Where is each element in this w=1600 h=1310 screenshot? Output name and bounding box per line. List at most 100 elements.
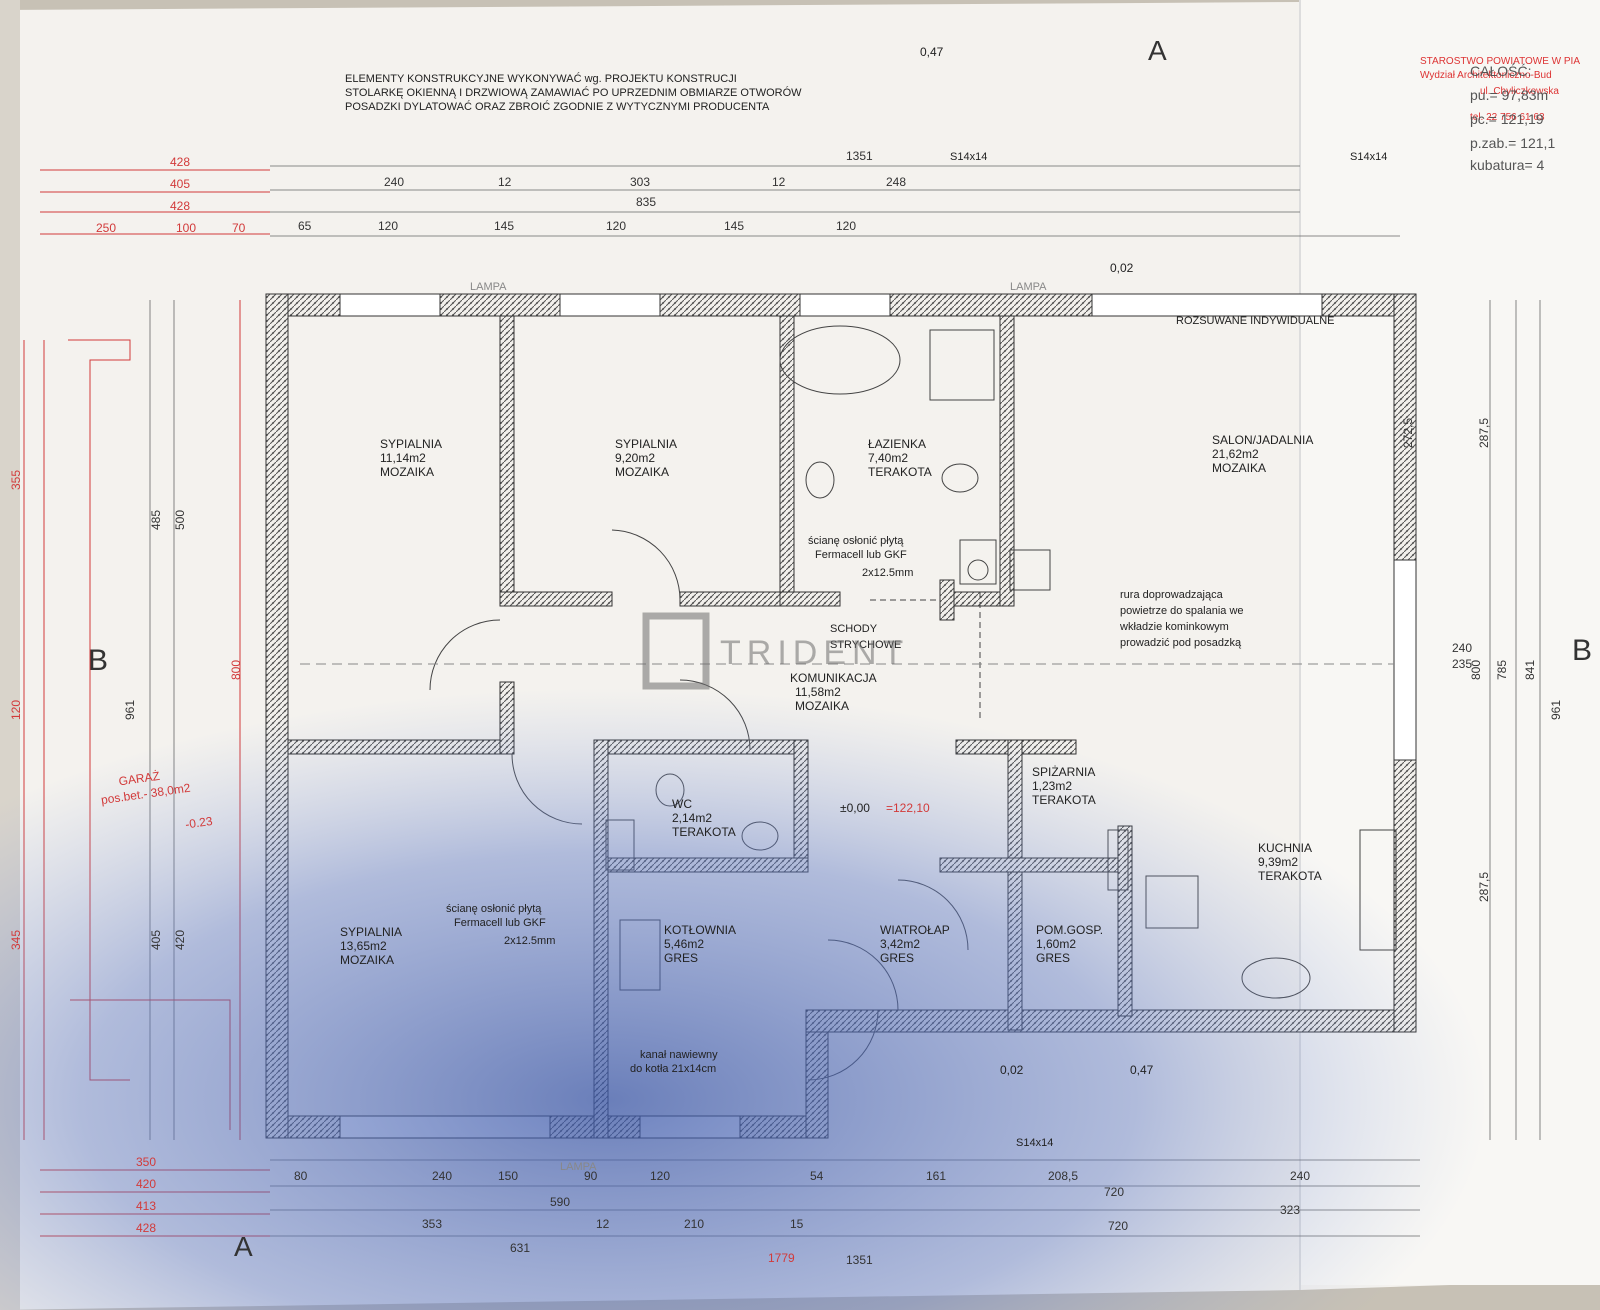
svg-text:1,23m2: 1,23m2 [1032,779,1072,793]
room-label: SALON/JADALNIA 21,62m2 MOZAIKA [1212,433,1313,475]
svg-text:240: 240 [432,1169,452,1183]
svg-text:405: 405 [149,930,163,950]
stamp-line-1: STAROSTWO POWIATOWE W PIA [1420,56,1580,67]
svg-text:161: 161 [926,1169,946,1183]
svg-text:SPIŻARNIA: SPIŻARNIA [1032,765,1095,779]
level-zero: ±0,00 [840,801,870,815]
svg-text:TERAKOTA: TERAKOTA [1258,869,1322,883]
header-note-3: POSADZKI DYLATOWAĆ ORAZ ZBROIĆ ZGODNIE Z… [345,100,770,113]
svg-text:12: 12 [498,175,512,189]
svg-text:WIATROŁAP: WIATROŁAP [880,923,950,937]
svg-text:54: 54 [810,1169,824,1183]
svg-text:785: 785 [1495,660,1509,680]
section-b-right: B [1572,634,1592,667]
garage-level: -0.23 [184,814,213,832]
sliding-door-note: ROZSUWANE INDYWIDUALNE [1176,315,1335,327]
svg-text:355: 355 [9,470,23,490]
garage-name: GARAŻ [118,769,161,789]
cover-note-5: Fermacell lub GKF [454,917,546,929]
svg-text:2,14m2: 2,14m2 [672,811,712,825]
svg-text:720: 720 [1108,1219,1128,1233]
lamp-note: LAMPA [470,281,507,293]
room-label: KOMUNIKACJA 11,58m2 MOZAIKA [790,671,877,713]
level-bottom-2: 0,47 [1130,1063,1154,1077]
svg-text:420: 420 [136,1177,156,1191]
svg-text:208,5: 208,5 [1048,1169,1078,1183]
lamp-note: LAMPA [560,1161,597,1173]
svg-text:248: 248 [886,175,906,189]
svg-text:15: 15 [790,1217,804,1231]
svg-text:485: 485 [149,510,163,530]
svg-text:TERAKOTA: TERAKOTA [672,825,736,839]
flue-note-2: do kotła 21x14cm [630,1063,716,1075]
level-bottom-1: 0,02 [1000,1063,1024,1077]
section-a-top: A [1148,35,1167,66]
svg-text:120: 120 [9,700,23,720]
watermark-text: TRIDENT [720,634,909,672]
svg-text:405: 405 [170,177,190,191]
cover-note-3: 2x12.5mm [862,567,913,579]
approval-stamp: STAROSTWO POWIATOWE W PIA Wydział Archit… [1420,56,1580,173]
summary-line-3: pc.= 121,19 [1470,111,1544,127]
flue-note-1: kanał nawiewny [640,1049,718,1061]
svg-text:120: 120 [836,219,856,233]
svg-text:ŁAZIENKA: ŁAZIENKA [868,437,926,451]
svg-text:9,39m2: 9,39m2 [1258,855,1298,869]
summary-line-1: CAŁOŚĆ: [1470,62,1531,79]
svg-text:KOMUNIKACJA: KOMUNIKACJA [790,671,877,685]
svg-text:POM.GOSP.: POM.GOSP. [1036,923,1103,937]
svg-text:11,58m2: 11,58m2 [795,685,841,699]
room-label: ŁAZIENKA 7,40m2 TERAKOTA [868,437,932,479]
cover-note-4: ścianę osłonić płytą [446,903,542,915]
svg-text:SALON/JADALNIA: SALON/JADALNIA [1212,433,1313,447]
svg-text:240: 240 [1290,1169,1310,1183]
svg-text:420: 420 [173,930,187,950]
svg-text:835: 835 [636,195,656,209]
svg-text:TERAKOTA: TERAKOTA [1032,793,1096,807]
level-top: 0,47 [920,45,944,59]
svg-text:12: 12 [772,175,786,189]
stairs-note-1: SCHODY [830,623,878,635]
stamp-line-4: tel. 22 756 61 63 [1470,112,1545,123]
room-label: KUCHNIA 9,39m2 TERAKOTA [1258,841,1322,883]
svg-text:841: 841 [1523,660,1537,680]
svg-text:MOZAIKA: MOZAIKA [615,465,669,479]
duct-note-4: prowadzić pod posadzką [1120,637,1242,649]
duct-note-1: rura doprowadzająca [1120,589,1224,601]
section-b-left: B [88,644,108,677]
svg-text:235: 235 [1452,657,1472,671]
chimney-label: S14x14 [1016,1137,1053,1149]
svg-text:1351: 1351 [846,149,873,163]
room-label: SYPIALNIA 13,65m2 MOZAIKA [340,925,402,967]
svg-text:TERAKOTA: TERAKOTA [868,465,932,479]
svg-text:13,65m2: 13,65m2 [340,939,387,953]
svg-text:590: 590 [550,1195,570,1209]
svg-text:MOZAIKA: MOZAIKA [795,699,849,713]
svg-text:250: 250 [96,221,116,235]
svg-text:70: 70 [232,221,246,235]
svg-text:428: 428 [170,155,190,169]
svg-text:3,42m2: 3,42m2 [880,937,920,951]
summary-line-2: pu.= 97,83m [1470,87,1548,103]
svg-text:303: 303 [630,175,650,189]
cover-note-6: 2x12.5mm [504,935,555,947]
svg-text:210: 210 [684,1217,704,1231]
section-a-bottom: A [234,1231,253,1262]
svg-text:9,20m2: 9,20m2 [615,451,655,465]
svg-text:631: 631 [510,1241,530,1255]
room-label: KOTŁOWNIA 5,46m2 GRES [664,923,736,965]
svg-text:120: 120 [378,219,398,233]
svg-text:1351: 1351 [846,1253,873,1267]
svg-text:413: 413 [136,1199,156,1213]
svg-text:120: 120 [606,219,626,233]
cover-note-1: ścianę osłonić płytą [808,535,904,547]
room-label: SYPIALNIA 11,14m2 MOZAIKA [380,437,442,479]
svg-text:150: 150 [498,1169,518,1183]
stairs-note-2: STRYCHOWE [830,639,901,651]
svg-text:12: 12 [596,1217,610,1231]
svg-text:SYPIALNIA: SYPIALNIA [615,437,677,451]
svg-text:WC: WC [672,797,692,811]
svg-text:353: 353 [422,1217,442,1231]
